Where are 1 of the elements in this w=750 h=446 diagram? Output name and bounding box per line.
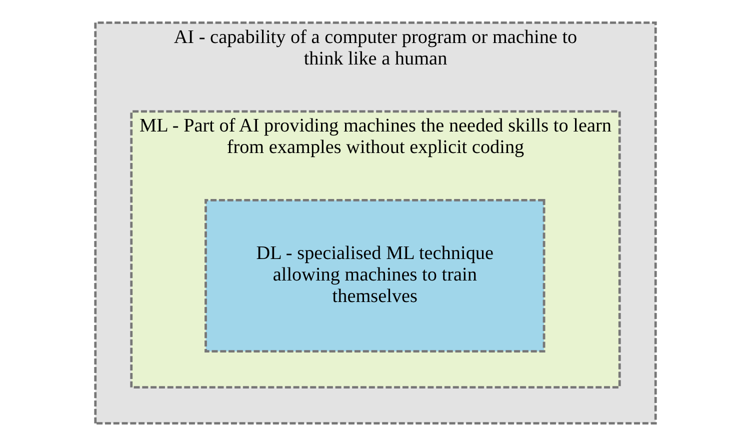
node-box: DL - specialised ML technique allowing machines to train themselves <box>204 199 545 353</box>
